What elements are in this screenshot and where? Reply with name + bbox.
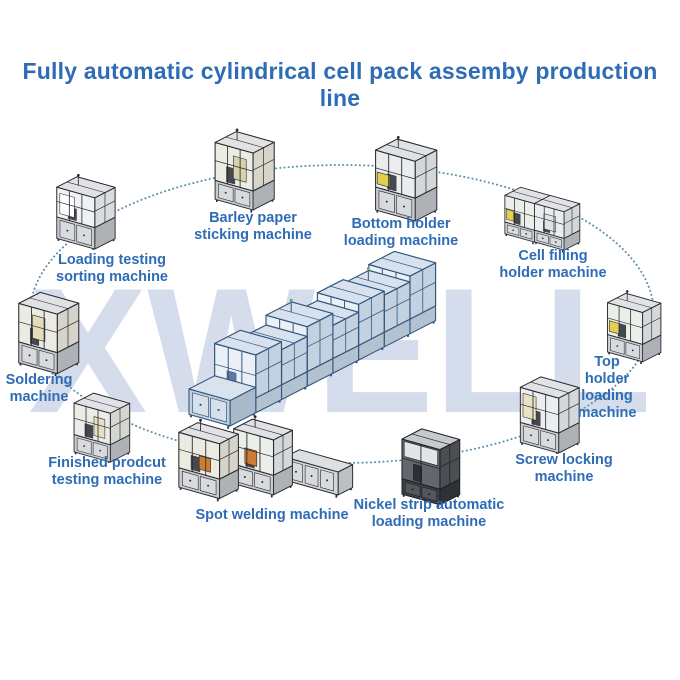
nickel-strip-automatic-loading-machine-label: Nickel strip automatic loading machine xyxy=(353,497,505,531)
soldering-machine-image xyxy=(5,278,99,376)
barley-paper-sticking-machine-label: Barley paper sticking machine xyxy=(194,210,312,244)
top-holder-loading-machine-label: Top holder loading machine xyxy=(577,354,637,422)
page-title: Fully automatic cylindrical cell pack as… xyxy=(22,58,658,111)
central-assembly-line-image xyxy=(156,246,500,432)
screw-locking-machine-image xyxy=(505,364,599,454)
finished-product-testing-machine-label: Finished prodcut testing machine xyxy=(48,455,166,489)
nickel-strip-automatic-loading-machine-image xyxy=(387,408,479,508)
bottom-holder-loading-machine-image xyxy=(364,122,454,224)
soldering-machine-label: Soldering machine xyxy=(5,372,73,406)
cell-filling-holder-machine-label: Cell filling holder machine xyxy=(499,248,607,282)
top-holder-loading-machine-image xyxy=(597,278,677,364)
loading-testing-sorting-machine-label: Loading testing sorting machine xyxy=(56,252,168,286)
cell-filling-holder-machine-image xyxy=(500,182,600,256)
bottom-holder-loading-machine-label: Bottom holder loading machine xyxy=(343,216,459,250)
screw-locking-machine-label: Screw locking machine xyxy=(515,452,613,486)
loading-testing-sorting-machine-image xyxy=(40,164,138,250)
spot-welding-machine-label: Spot welding machine xyxy=(195,507,349,523)
spot-welding-machine-image xyxy=(174,404,358,504)
barley-paper-sticking-machine-image xyxy=(200,114,294,214)
finished-product-testing-machine-image xyxy=(60,381,148,463)
